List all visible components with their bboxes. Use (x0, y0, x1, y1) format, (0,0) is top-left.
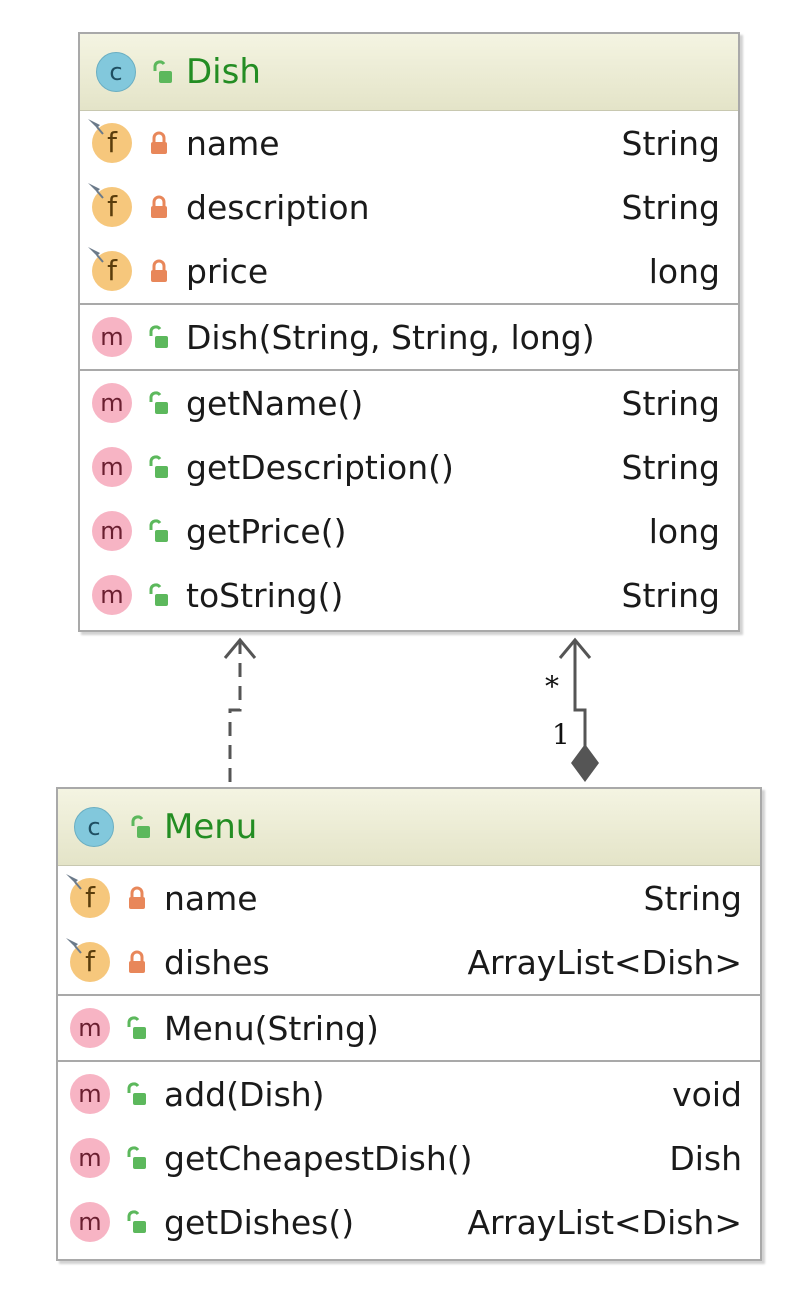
field-name: dishes (164, 942, 270, 982)
unlocked-padlock-icon (153, 60, 172, 83)
method-type: void (672, 1074, 742, 1114)
locked-padlock-icon (151, 195, 167, 218)
method-type: ArrayList<Dish> (467, 1202, 742, 1242)
class-dish[interactable]: c Dish f name String f (78, 32, 740, 632)
locked-padlock-icon (151, 131, 167, 154)
field-type: String (621, 123, 720, 163)
locked-padlock-icon (129, 886, 145, 909)
constructor-row[interactable]: m Menu(String) (58, 996, 760, 1060)
method-m-icon: m (92, 317, 132, 357)
composition-line[interactable] (573, 640, 587, 746)
unlocked-padlock-icon (149, 519, 168, 542)
field-name: price (186, 251, 269, 291)
field-type: String (621, 187, 720, 227)
field-row[interactable]: f dishes ArrayList<Dish> (58, 930, 760, 994)
field-row[interactable]: f description String (80, 175, 738, 239)
method-m-icon: m (92, 511, 132, 551)
field-row[interactable]: f name String (80, 111, 738, 175)
method-row[interactable]: m toString() String (80, 563, 738, 627)
method-name: getDishes() (164, 1202, 355, 1242)
field-name: name (186, 123, 280, 163)
field-name: description (186, 187, 370, 227)
section-divider (58, 994, 760, 996)
unlocked-padlock-icon (127, 1082, 146, 1105)
field-row[interactable]: f price long (80, 239, 738, 303)
method-type: String (621, 383, 720, 423)
field-type: long (648, 251, 720, 291)
class-dish-header[interactable]: c Dish (80, 34, 738, 111)
unlocked-padlock-icon (149, 325, 168, 348)
class-dish-title: Dish (186, 52, 261, 92)
method-name: toString() (186, 575, 344, 615)
class-c-icon: c (74, 807, 114, 847)
field-f-icon: f (66, 938, 110, 982)
unlocked-padlock-icon (127, 1016, 146, 1039)
dependency-line[interactable] (228, 640, 242, 782)
section-divider (80, 369, 738, 371)
unlocked-padlock-icon (127, 1210, 146, 1233)
section-divider (58, 1060, 760, 1062)
method-row[interactable]: m getPrice() long (80, 499, 738, 563)
constructor-row[interactable]: m Dish(String, String, long) (80, 305, 738, 369)
locked-padlock-icon (151, 259, 167, 282)
field-name: name (164, 878, 258, 918)
class-menu[interactable]: c Menu f name String f (56, 787, 762, 1261)
unlocked-padlock-icon (149, 583, 168, 606)
method-name: getCheapestDish() (164, 1138, 473, 1178)
method-type: Dish (669, 1138, 742, 1178)
constructor-name: Dish(String, String, long) (186, 317, 595, 357)
pin-icon (66, 874, 82, 890)
pin-icon (66, 938, 82, 954)
method-m-icon: m (92, 575, 132, 615)
section-divider (80, 303, 738, 305)
method-name: getDescription() (186, 447, 454, 487)
method-m-icon: m (92, 447, 132, 487)
pin-icon (88, 247, 104, 263)
method-m-icon: m (70, 1074, 110, 1114)
field-row[interactable]: f name String (58, 866, 760, 930)
composition-diamond (571, 744, 599, 782)
field-f-icon: f (66, 874, 110, 918)
constructor-name: Menu(String) (164, 1008, 379, 1048)
method-name: getPrice() (186, 511, 347, 551)
class-menu-header[interactable]: c Menu (58, 789, 760, 866)
method-name: add(Dish) (164, 1074, 325, 1114)
class-menu-title: Menu (164, 807, 258, 847)
method-row[interactable]: m getDishes() ArrayList<Dish> (58, 1190, 760, 1254)
composition-arrowhead (558, 637, 592, 659)
pin-icon (88, 119, 104, 135)
field-f-icon: f (88, 247, 132, 291)
method-type: long (648, 511, 720, 551)
field-f-icon: f (88, 183, 132, 227)
method-m-icon: m (92, 383, 132, 423)
method-type: String (621, 575, 720, 615)
field-f-icon: f (88, 119, 132, 163)
method-m-icon: m (70, 1138, 110, 1178)
unlocked-padlock-icon (127, 1146, 146, 1169)
unlocked-padlock-icon (149, 391, 168, 414)
dependency-arrowhead (223, 637, 257, 659)
unlocked-padlock-icon (149, 455, 168, 478)
method-m-icon: m (70, 1008, 110, 1048)
class-c-icon: c (96, 52, 136, 92)
method-row[interactable]: m getName() String (80, 371, 738, 435)
locked-padlock-icon (129, 950, 145, 973)
method-m-icon: m (70, 1202, 110, 1242)
field-type: ArrayList<Dish> (467, 942, 742, 982)
source-multiplicity: 1 (552, 718, 570, 751)
field-type: String (643, 878, 742, 918)
unlocked-padlock-icon (131, 815, 150, 838)
method-row[interactable]: m getCheapestDish() Dish (58, 1126, 760, 1190)
target-multiplicity: * (545, 670, 559, 703)
method-row[interactable]: m getDescription() String (80, 435, 738, 499)
method-row[interactable]: m add(Dish) void (58, 1062, 760, 1126)
method-type: String (621, 447, 720, 487)
pin-icon (88, 183, 104, 199)
method-name: getName() (186, 383, 364, 423)
